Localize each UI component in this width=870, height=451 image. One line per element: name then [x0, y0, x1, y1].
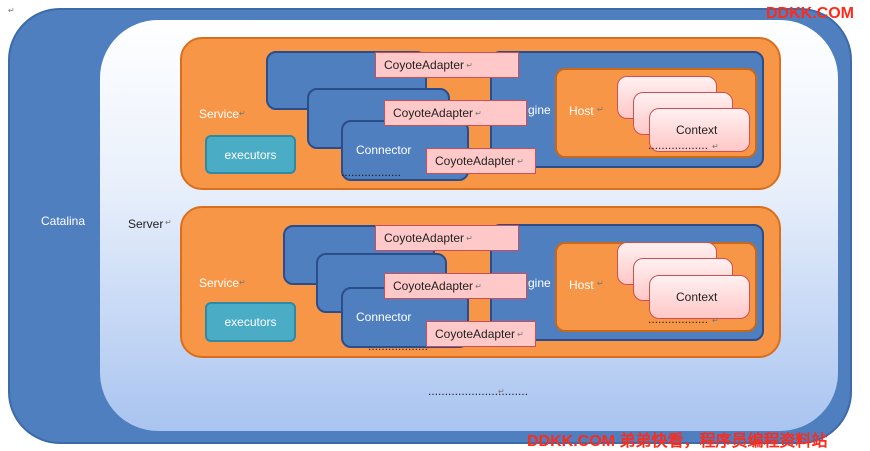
host-label: Host [569, 278, 594, 292]
catalina-label: Catalina [41, 214, 86, 228]
coyote-adapter-box: CoyoteAdapter↵ [384, 100, 527, 126]
paragraph-mark: ↵ [165, 218, 172, 227]
coyote-adapter-box: CoyoteAdapter↵ [384, 273, 527, 299]
executors-label: executors [224, 315, 277, 329]
engine-label: gine [528, 103, 551, 117]
connector-label: Connector [356, 143, 412, 157]
engine-label: gine [528, 276, 551, 290]
coyote-adapter-label: CoyoteAdapter [393, 279, 474, 293]
watermark-bottom: DDKK.COM 弟弟快看，程序员编程资料站 [527, 433, 828, 450]
coyote-adapter-box: CoyoteAdapter↵ [426, 321, 536, 347]
paragraph-mark: ↵ [712, 316, 719, 325]
paragraph-mark: ↵ [498, 387, 505, 396]
coyote-adapter-label: CoyoteAdapter [435, 327, 516, 341]
paragraph-mark: ↵ [8, 6, 15, 15]
coyote-adapter-box: CoyoteAdapter↵ [375, 52, 519, 78]
paragraph-mark: ↵ [712, 142, 719, 151]
executors-box: executors [205, 302, 296, 342]
paragraph-mark: ↵ [597, 279, 604, 288]
context-label: Context [676, 123, 718, 137]
context-label: Context [676, 290, 718, 304]
service-label: Service [199, 276, 240, 290]
context-box-front [649, 275, 750, 319]
coyote-adapter-box: CoyoteAdapter↵ [426, 148, 536, 174]
coyote-adapter-label: CoyoteAdapter [393, 106, 474, 120]
host-label: Host [569, 104, 594, 118]
context-box-front [649, 108, 750, 152]
dots-context: ……………… [648, 141, 708, 152]
connector-label: Connector [356, 310, 412, 324]
coyote-adapter-label: CoyoteAdapter [435, 154, 516, 168]
dots-connector: ……………… [368, 342, 428, 353]
paragraph-mark: ↵ [239, 109, 246, 118]
coyote-adapter-label: CoyoteAdapter [384, 58, 465, 72]
paragraph-mark: ↵ [475, 108, 482, 118]
paragraph-mark: ↵ [475, 281, 482, 291]
service-label: Service [199, 107, 240, 121]
server-label: Server [128, 217, 164, 231]
executors-box: executors [205, 135, 296, 174]
dots-connector: ……………… [341, 168, 401, 179]
paragraph-mark: ↵ [517, 329, 524, 339]
paragraph-mark: ↵ [517, 156, 524, 166]
watermark-top: DDKK.COM [766, 5, 854, 22]
dots-server: ………………………… [428, 387, 528, 398]
executors-label: executors [224, 147, 277, 162]
dots-context: ……………… [648, 315, 708, 326]
paragraph-mark: ↵ [466, 233, 473, 243]
paragraph-mark: ↵ [466, 60, 473, 70]
coyote-adapter-label: CoyoteAdapter [384, 231, 465, 245]
paragraph-mark: ↵ [239, 278, 246, 287]
coyote-adapter-box: CoyoteAdapter↵ [375, 225, 519, 251]
paragraph-mark: ↵ [597, 105, 604, 114]
